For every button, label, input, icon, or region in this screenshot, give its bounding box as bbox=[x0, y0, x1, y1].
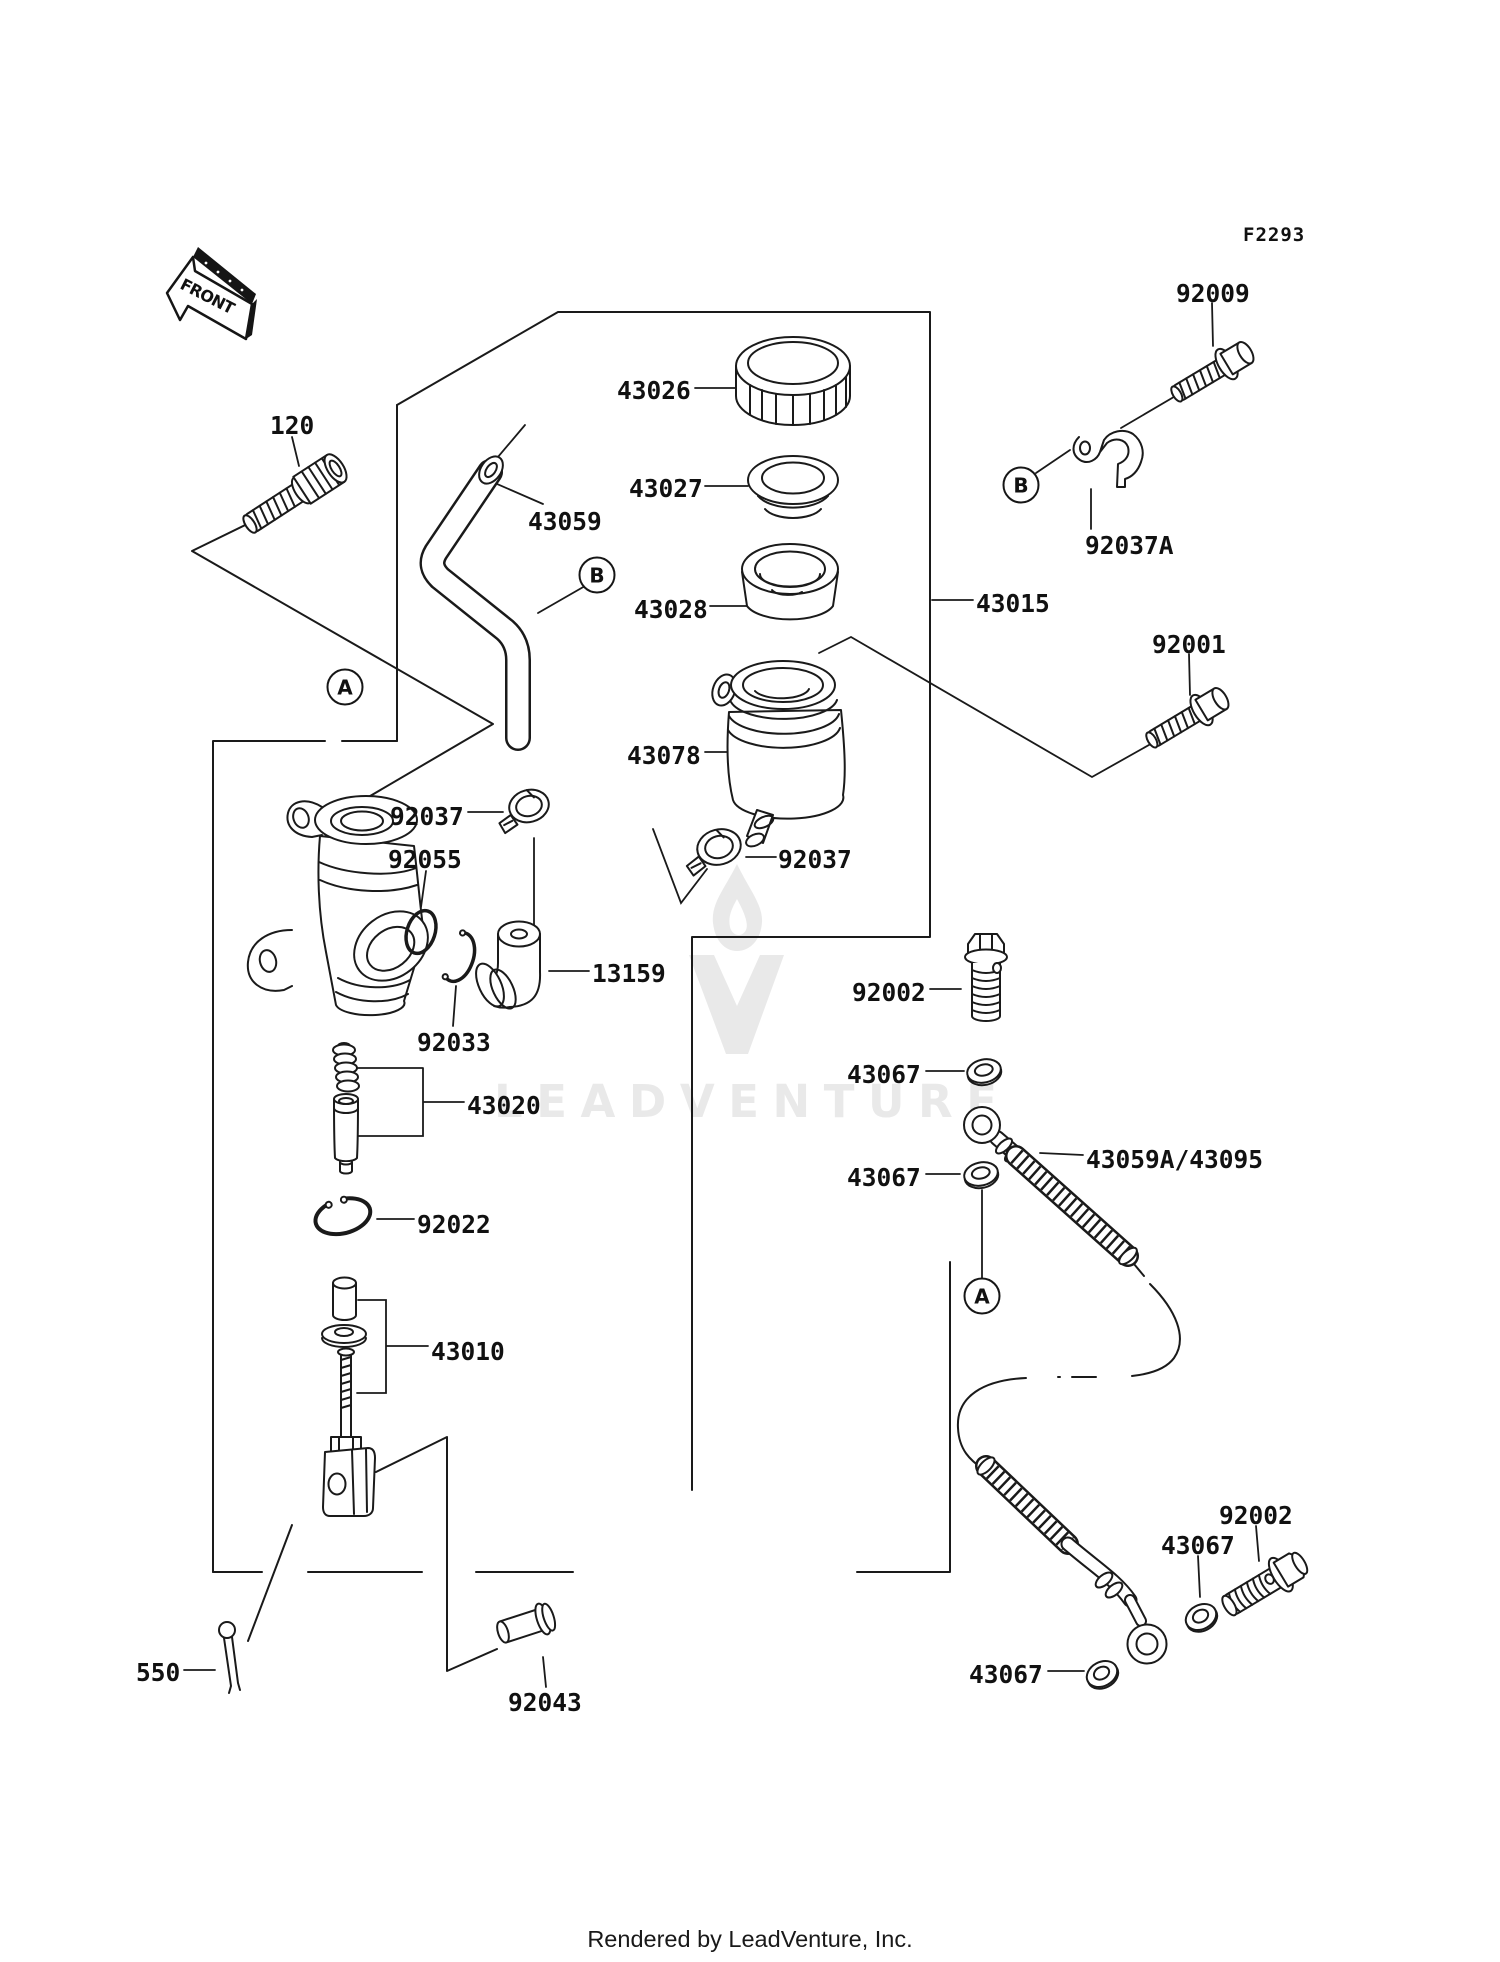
part-label-92055: 92055 bbox=[388, 845, 462, 874]
part-label-43027: 43027 bbox=[629, 474, 703, 503]
part-92037-clamp-1 bbox=[498, 788, 550, 835]
part-43067-washer-2 bbox=[963, 1161, 1000, 1190]
part-92022-snap-ring bbox=[313, 1195, 373, 1237]
ref-marker-a: A bbox=[326, 668, 364, 706]
part-92009-bolt bbox=[1170, 340, 1255, 403]
ref-marker-b: B bbox=[578, 556, 616, 594]
part-label-120: 120 bbox=[270, 411, 315, 440]
part-43067-washer-3 bbox=[1184, 1603, 1219, 1633]
part-43028-float bbox=[741, 543, 839, 621]
part-92037-clamp-2 bbox=[685, 828, 742, 877]
part-label-43067: 43067 bbox=[847, 1060, 921, 1089]
part-43020-piston-kit bbox=[332, 1042, 360, 1175]
front-direction-arrow: FRONT bbox=[165, 247, 257, 341]
part-master-cylinder-body bbox=[246, 795, 429, 1017]
part-43026-cap bbox=[735, 336, 851, 426]
ref-marker-b: B bbox=[1002, 466, 1040, 504]
part-label-92002: 92002 bbox=[1219, 1501, 1293, 1530]
part-43067-washer-4 bbox=[1085, 1660, 1120, 1690]
part-120-bolt bbox=[242, 453, 348, 534]
part-label-92043: 92043 bbox=[508, 1688, 582, 1717]
part-92002-banjo-bolt-upper bbox=[964, 933, 1008, 1022]
part-label-43010: 43010 bbox=[431, 1337, 505, 1366]
part-label-43067: 43067 bbox=[847, 1163, 921, 1192]
part-label-43059: 43059 bbox=[528, 507, 602, 536]
leadventure-watermark-logo: LEADVENTURE bbox=[494, 864, 1010, 1128]
part-92033-snap-ring bbox=[441, 929, 477, 984]
part-label-92009: 92009 bbox=[1176, 279, 1250, 308]
part-label-43078: 43078 bbox=[627, 741, 701, 770]
part-43078-reservoir bbox=[711, 660, 846, 848]
part-550-cotter-pin bbox=[218, 1621, 241, 1694]
part-label-13159: 13159 bbox=[592, 959, 666, 988]
part-label-43020: 43020 bbox=[467, 1091, 541, 1120]
ref-marker-a: A bbox=[963, 1277, 1001, 1315]
part-92002-banjo-bolt-lower bbox=[1221, 1551, 1309, 1617]
part-label-92033: 92033 bbox=[417, 1028, 491, 1057]
part-label-43059a-43095: 43059A/43095 bbox=[1086, 1145, 1264, 1174]
part-92043-clevis-pin bbox=[496, 1602, 557, 1644]
part-43010-push-rod bbox=[321, 1276, 376, 1517]
part-label-92022: 92022 bbox=[417, 1210, 491, 1239]
part-label-92037: 92037 bbox=[390, 802, 464, 831]
part-label-92001: 92001 bbox=[1152, 630, 1226, 659]
part-43027-gasket bbox=[747, 455, 839, 519]
part-label-43067: 43067 bbox=[969, 1660, 1043, 1689]
part-label-92037: 92037 bbox=[778, 845, 852, 874]
part-43059-hose bbox=[419, 455, 531, 751]
part-label-92002: 92002 bbox=[852, 978, 926, 1007]
part-label-92037a: 92037A bbox=[1085, 531, 1174, 560]
part-label-43028: 43028 bbox=[634, 595, 708, 624]
footer-credit: Rendered by LeadVenture, Inc. bbox=[587, 1926, 913, 1952]
part-92001-bolt bbox=[1145, 686, 1230, 749]
part-43059a-brake-hose bbox=[956, 1106, 1181, 1665]
part-13159-elbow bbox=[475, 920, 542, 1010]
part-92055-o-ring bbox=[404, 908, 438, 956]
assembly-frame-lines bbox=[191, 311, 951, 1672]
part-label-43067: 43067 bbox=[1161, 1531, 1235, 1560]
watermark-text: LEADVENTURE bbox=[494, 1075, 1010, 1128]
part-label-43026: 43026 bbox=[617, 376, 691, 405]
part-92037a-bracket bbox=[1072, 429, 1144, 488]
part-label-43015: 43015 bbox=[976, 589, 1050, 618]
part-43067-washer-1 bbox=[966, 1058, 1003, 1087]
part-label-550: 550 bbox=[136, 1658, 181, 1687]
diagram-code: F2293 bbox=[1243, 224, 1306, 246]
